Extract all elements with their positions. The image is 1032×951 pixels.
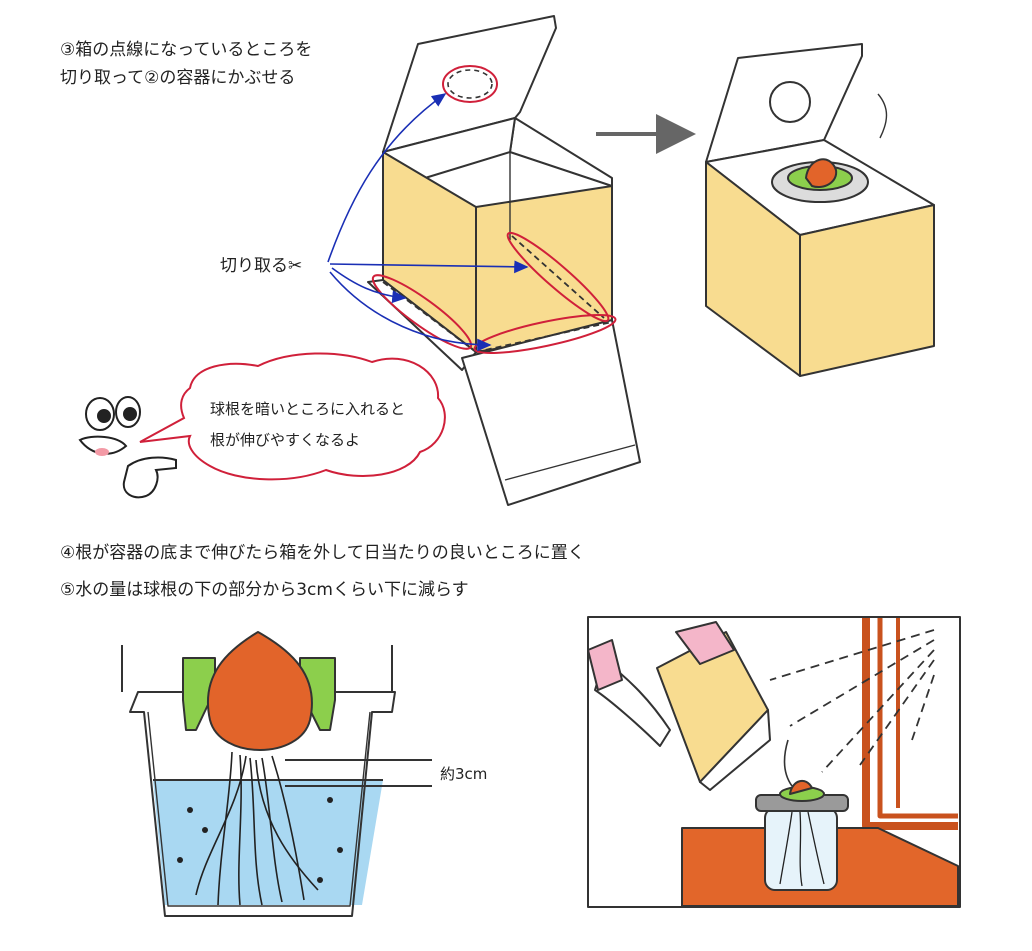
bulb-holder: [182, 657, 216, 731]
speech-text-line2: 根が伸びやすくなるよ: [210, 431, 361, 449]
step3-instruction-line1: ③箱の点線になっているところを: [60, 40, 313, 60]
speech-bubble: [139, 352, 446, 481]
sleeve-right: [675, 621, 735, 665]
room-scene: [587, 616, 961, 908]
mascot-character: [78, 396, 177, 499]
box-covering-container: [705, 43, 935, 377]
pointing-hand: [122, 456, 177, 499]
step5-instruction: ⑤水の量は球根の下の部分から3cmくらい下に減らす: [60, 580, 469, 600]
bulb: [207, 631, 313, 751]
cut-marker-top-hole: [442, 65, 498, 103]
cut-label: 切り取る✂: [220, 256, 303, 276]
box-bottom-flap: [461, 319, 641, 506]
flap-hole-dashed: [447, 69, 493, 99]
cut-pointer-arrows: [327, 93, 529, 352]
cut-marker-left-edge: [371, 274, 473, 350]
sleeve-left: [587, 639, 623, 691]
roots: [195, 751, 319, 906]
opened-box-diagram: [367, 15, 641, 506]
step4-instruction: ④根が容器の底まで伸びたら箱を外して日当たりの良いところに置く: [60, 543, 585, 563]
cut-marker-bottom-edge: [473, 313, 617, 355]
step3-instruction-line2: 切り取って②の容器にかぶせる: [60, 68, 296, 88]
cut-area-markers: [371, 65, 617, 355]
speech-text-line1: 球根を暗いところに入れると: [210, 400, 406, 418]
water-area: [153, 780, 383, 905]
box-lid-hole: [769, 81, 811, 123]
measure-label: 約3cm: [440, 765, 488, 783]
cut-marker-right-edge: [506, 231, 610, 323]
sunlight-rays: [769, 629, 935, 773]
container-cross-section: [121, 631, 396, 917]
window-frame: [862, 618, 958, 830]
